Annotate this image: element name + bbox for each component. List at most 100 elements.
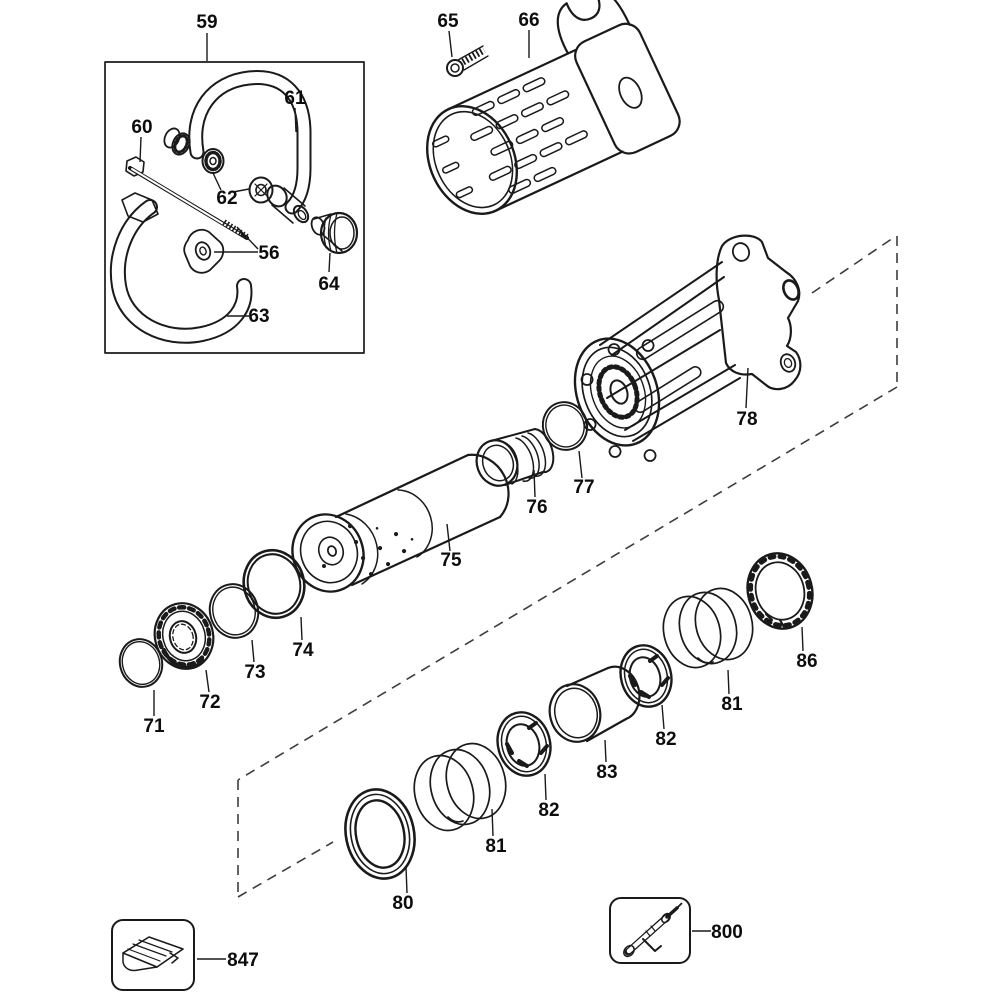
callout-56: 56 [258, 243, 279, 264]
housing-front-ring [573, 337, 661, 447]
leader-80 [405, 866, 408, 894]
bearing-ring-86-drawing [746, 552, 814, 630]
handle-assembly-inset [104, 61, 365, 354]
band-bracket [183, 228, 225, 274]
leader-81-upper [727, 669, 730, 695]
barrel-front-face [291, 513, 365, 593]
knob-knurling [323, 212, 338, 254]
bearing-72-drawing [153, 602, 215, 670]
flange-hole-top [731, 242, 751, 262]
leader-62a [212, 172, 222, 191]
tool-inset-800 [609, 897, 691, 964]
leader-lines [139, 30, 804, 960]
callout-82-upper: 82 [655, 729, 676, 750]
spindle-barrel-75-drawing [291, 453, 510, 593]
clamp-bolt-60-drawing [125, 156, 250, 241]
bearing-spline-bore [168, 620, 198, 654]
leader-82-upper [661, 704, 665, 730]
sleeve-front-face [548, 683, 602, 743]
callout-800: 800 [711, 922, 743, 943]
leader-62b [232, 188, 250, 193]
callout-65: 65 [437, 11, 459, 32]
clamp-knob-64-drawing [310, 211, 359, 255]
bolt-threads [222, 219, 249, 240]
spring-hook [697, 657, 714, 664]
seal-notches [505, 721, 549, 768]
mounting-bracket-icon [122, 936, 184, 972]
callout-80: 80 [392, 893, 413, 914]
leader-64 [328, 252, 331, 273]
bracket-hole [194, 241, 212, 261]
flange-hole-right [782, 279, 800, 301]
housing-saddle [556, 0, 631, 55]
sleeve-83-drawing [548, 665, 641, 743]
callout-61: 61 [284, 88, 306, 109]
callout-847: 847 [227, 950, 259, 971]
band-end-lug [121, 192, 159, 223]
spring-81-upper-drawing [662, 587, 754, 669]
vent-slots [432, 77, 588, 199]
leader-60 [139, 136, 142, 163]
spring-hook [447, 816, 464, 823]
callout-74: 74 [292, 640, 314, 661]
inset-frame-59 [104, 61, 365, 354]
housing-front-rim [425, 105, 519, 215]
callout-82-lower: 82 [538, 800, 559, 821]
handle-collar [163, 127, 181, 149]
piston-76-drawing [475, 428, 555, 487]
oring-74-drawing [242, 548, 306, 620]
leader-75 [446, 523, 451, 552]
barrel-back-cap [466, 453, 510, 519]
spring-81-lower-drawing [413, 742, 507, 832]
piston-ribs [505, 432, 547, 485]
leader-72 [205, 669, 210, 693]
tool-lever [642, 938, 662, 952]
callout-83: 83 [596, 762, 617, 783]
dashed-projection-plane [237, 235, 898, 898]
gear-housing-78-drawing [573, 234, 802, 462]
die-grinder-tool-icon [623, 902, 683, 958]
flange-hole-bottom [779, 353, 797, 373]
spline-bore [596, 364, 640, 420]
callout-76: 76 [526, 497, 547, 518]
leader-61 [294, 107, 297, 133]
motor-housing-66-drawing [425, 0, 681, 215]
housing-body-edges [599, 261, 741, 442]
inset-frame-800 [609, 897, 691, 964]
leader-74 [300, 616, 303, 641]
seal-82-upper-drawing [619, 644, 673, 708]
oring-71-drawing [118, 638, 164, 688]
housing-mount-plate [574, 22, 681, 155]
ratchet-teeth [748, 553, 812, 629]
housing-bottom-edge [494, 150, 624, 212]
seal-notches [628, 654, 670, 699]
callout-81-upper: 81 [721, 694, 743, 715]
oring-77-drawing [541, 401, 589, 451]
piston-front-face [475, 439, 519, 487]
callout-81-lower: 81 [485, 836, 507, 857]
leader-78 [745, 367, 749, 409]
callout-labels: 59 60 61 62 56 63 64 65 66 78 75 76 77 7… [131, 10, 817, 971]
callout-71: 71 [143, 716, 165, 737]
leader-82-lower [544, 773, 547, 801]
callout-63: 63 [248, 306, 269, 327]
barrel-silhouette [334, 453, 502, 587]
inset-frame-847 [111, 919, 195, 991]
plane-long-diagonal [237, 386, 898, 781]
side-handle-61-drawing [163, 70, 312, 224]
flange-bosses [580, 339, 657, 462]
accessory-inset-847 [111, 919, 195, 991]
leader-76 [533, 469, 536, 498]
body-slot-1 [635, 299, 725, 361]
plane-top-edge [811, 235, 897, 294]
callout-73: 73 [244, 662, 265, 683]
callout-77: 77 [573, 477, 594, 498]
callout-66: 66 [518, 10, 539, 31]
leader-83 [604, 739, 607, 763]
callout-75: 75 [440, 550, 462, 571]
leader-73 [251, 639, 255, 663]
seal-ring-80-drawing [344, 788, 416, 880]
barrel-grooves [345, 489, 433, 585]
